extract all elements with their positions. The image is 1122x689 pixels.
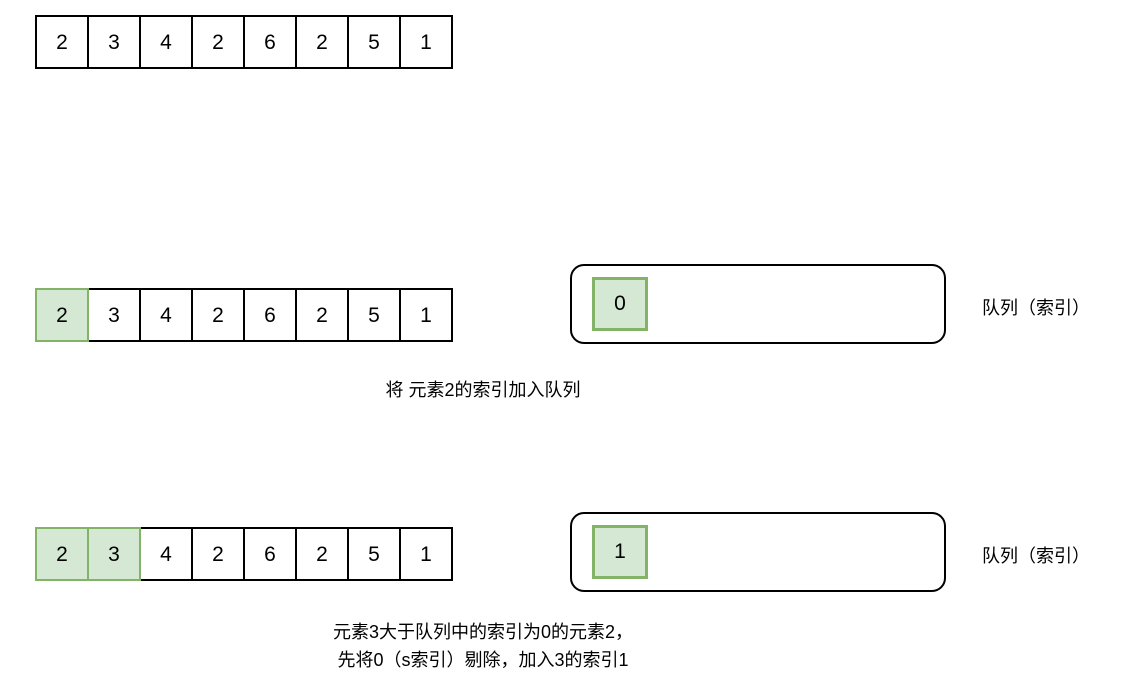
array-cell: 3: [87, 288, 141, 342]
array-cell-highlighted: 3: [87, 527, 141, 581]
caption-step-2-line-2: 先将0（s索引）剔除，加入3的索引1: [337, 650, 629, 670]
array-cell: 2: [295, 15, 349, 69]
queue-label-step-1: 队列（索引）: [982, 298, 1090, 318]
array-cell: 5: [347, 527, 401, 581]
array-cell: 6: [243, 15, 297, 69]
array-cell: 1: [399, 527, 453, 581]
array-row-initial: 2 3 4 2 6 2 5 1: [35, 15, 453, 69]
array-cell: 2: [295, 288, 349, 342]
array-cell: 2: [295, 527, 349, 581]
array-cell: 1: [399, 288, 453, 342]
array-cell: 4: [139, 288, 193, 342]
array-cell: 3: [87, 15, 141, 69]
array-row-step-2: 2 3 4 2 6 2 5 1: [35, 527, 453, 581]
array-cell-highlighted: 2: [35, 288, 89, 342]
array-cell: 6: [243, 288, 297, 342]
caption-step-2-line-1: 元素3大于队列中的索引为0的元素2，: [332, 622, 634, 642]
array-cell: 2: [191, 15, 245, 69]
array-cell: 2: [191, 288, 245, 342]
queue-label-step-2: 队列（索引）: [982, 546, 1090, 566]
array-cell: 4: [139, 527, 193, 581]
queue-box-step-1: 0: [570, 264, 946, 344]
array-cell: 2: [35, 15, 89, 69]
queue-item: 1: [592, 525, 648, 579]
array-cell: 2: [191, 527, 245, 581]
array-row-step-1: 2 3 4 2 6 2 5 1: [35, 288, 453, 342]
array-cell-highlighted: 2: [35, 527, 89, 581]
array-cell: 6: [243, 527, 297, 581]
array-cell: 5: [347, 288, 401, 342]
queue-item: 0: [592, 277, 648, 331]
queue-box-step-2: 1: [570, 512, 946, 592]
array-cell: 5: [347, 15, 401, 69]
caption-step-1: 将 元素2的索引加入队列: [385, 380, 581, 400]
array-cell: 4: [139, 15, 193, 69]
array-cell: 1: [399, 15, 453, 69]
